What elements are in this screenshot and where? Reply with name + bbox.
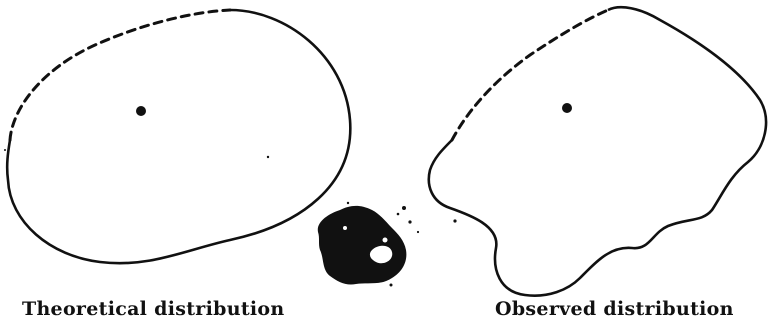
observed-dashed-boundary (452, 10, 608, 140)
speck (267, 156, 269, 158)
theoretical-caption: Theoretical distribution (22, 298, 285, 320)
theoretical-solid-boundary (7, 10, 350, 263)
theoretical-distribution-shape (4, 10, 350, 263)
blot-speckle (402, 206, 406, 210)
observed-center-dot (562, 103, 572, 113)
blot-speckle (453, 219, 456, 222)
speck (4, 149, 6, 151)
observed-caption: Observed distribution (495, 298, 734, 320)
observed-distribution-shape (429, 7, 766, 295)
blot-hole (343, 226, 347, 230)
observed-solid-boundary (429, 7, 766, 295)
theoretical-center-dot (136, 106, 146, 116)
blot-shape (318, 206, 407, 285)
blot-hole (383, 238, 388, 243)
blot-speckle (397, 213, 400, 216)
blot-speckle (417, 231, 419, 233)
blot-speckle (390, 284, 393, 287)
blot-speckle (347, 202, 349, 204)
ink-blot (318, 202, 457, 287)
blot-speckle (408, 220, 411, 223)
theoretical-dashed-boundary (10, 10, 230, 140)
